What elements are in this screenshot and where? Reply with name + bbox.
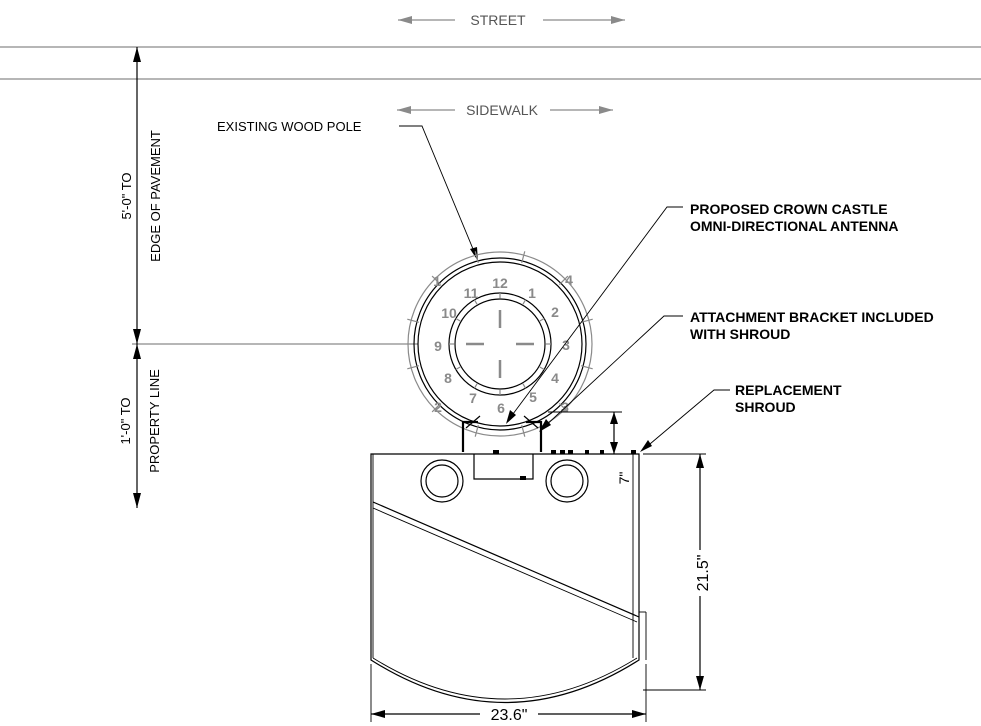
- outer-num-2: 2: [434, 399, 442, 415]
- dial-tick: [580, 365, 593, 370]
- dial-num-5: 5: [529, 389, 537, 405]
- pole-tick: [473, 383, 478, 389]
- pole-tick: [522, 299, 527, 305]
- sidewalk-label: SIDEWALK: [466, 102, 538, 118]
- antenna-label-1: PROPOSED CROWN CASTLE: [690, 201, 888, 217]
- dial-num-7: 7: [469, 390, 477, 406]
- dial-tick: [521, 424, 526, 437]
- dial-num-10: 10: [441, 305, 457, 321]
- antenna-callout: PROPOSED CROWN CASTLE OMNI-DIRECTIONAL A…: [506, 201, 898, 424]
- dial-tick: [431, 275, 442, 286]
- pole-tick: [455, 366, 461, 371]
- attachment-bracket: [461, 415, 543, 452]
- replacement-shroud: [370, 450, 647, 704]
- pavement-dim-text-2: EDGE OF PAVEMENT: [148, 130, 163, 262]
- shroud-label-1: REPLACEMENT: [735, 382, 842, 398]
- bracket-callout: ATTACHMENT BRACKET INCLUDED WITH SHROUD: [539, 309, 934, 432]
- pavement-dimension: 5'-0" TO EDGE OF PAVEMENT: [119, 47, 163, 344]
- pole-tick: [455, 317, 461, 322]
- dial-num-11: 11: [464, 285, 479, 301]
- bracket-offset-dimension: 7": [548, 411, 632, 485]
- pole-inner-circle: [454, 298, 546, 390]
- dial-tick: [474, 251, 479, 264]
- shroud-label-2: SHROUD: [735, 399, 796, 415]
- property-dim-text-1: 1'-0" TO: [118, 397, 133, 444]
- outer-num-4: 4: [565, 272, 573, 288]
- sidewalk-label-group: SIDEWALK: [397, 102, 613, 118]
- shroud-width-text: 23.6": [491, 707, 528, 724]
- pavement-dim-text-1: 5'-0" TO: [119, 172, 134, 219]
- dial-num-12: 12: [492, 275, 508, 291]
- pole-tick: [522, 383, 527, 389]
- dial-tick: [474, 424, 479, 437]
- bracket-offset-text: 7": [616, 472, 632, 485]
- street-label-group: STREET: [398, 12, 625, 28]
- dial-tick: [558, 275, 569, 286]
- dial-tick: [431, 402, 442, 413]
- antenna-outer-circle: [413, 257, 587, 431]
- property-dim-text-2: PROPERTY LINE: [147, 369, 162, 473]
- antenna-inner-circle: [417, 261, 583, 427]
- outer-num-1: 1: [433, 273, 441, 289]
- dial-tick: [407, 365, 420, 370]
- dial-tick: [521, 251, 526, 264]
- shroud-width-dimension: 23.6": [370, 664, 647, 724]
- existing-pole-label: EXISTING WOOD POLE: [217, 119, 362, 134]
- outer-dial-ring: [407, 251, 593, 437]
- dial-tick: [407, 318, 420, 323]
- dial-num-4: 4: [551, 370, 559, 386]
- street-label: STREET: [470, 12, 526, 28]
- existing-pole-leader: [399, 125, 479, 262]
- shroud-depth-text: 21.5": [695, 555, 712, 592]
- bracket-label-1: ATTACHMENT BRACKET INCLUDED: [690, 309, 934, 325]
- antenna-label-2: OMNI-DIRECTIONAL ANTENNA: [690, 218, 898, 234]
- pole-tick: [539, 366, 545, 371]
- dial-tick: [580, 318, 593, 323]
- pole-tick: [473, 299, 478, 305]
- shroud-depth-dimension: 21.5": [643, 453, 712, 691]
- dial-num-3: 3: [562, 337, 570, 353]
- pole-outer-circle: [448, 292, 552, 396]
- dial-num-1: 1: [528, 285, 536, 301]
- dial-num-2: 2: [551, 304, 559, 320]
- dial-num-6: 6: [497, 400, 505, 416]
- shroud-callout: REPLACEMENT SHROUD: [640, 382, 842, 452]
- dial-tick: [558, 402, 569, 413]
- bracket-label-2: WITH SHROUD: [690, 326, 790, 342]
- property-line-dimension: 1'-0" TO PROPERTY LINE: [118, 344, 162, 508]
- dial-num-9: 9: [434, 338, 442, 354]
- pole-plan: 12 1 2 3 4 5 6 7 8 9 10 11 4 3 2 1: [407, 251, 593, 437]
- pole-tick: [539, 317, 545, 322]
- dial-num-8: 8: [444, 370, 452, 386]
